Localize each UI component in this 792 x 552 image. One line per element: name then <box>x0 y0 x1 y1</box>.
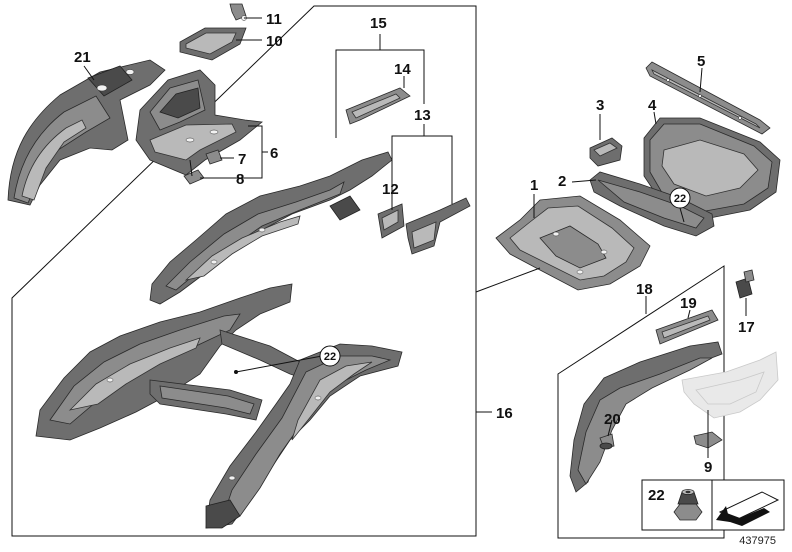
label-9: 9 <box>704 459 712 476</box>
part-12-bracket <box>377 203 405 239</box>
label-11: 11 <box>266 11 282 28</box>
label-13: 13 <box>414 107 431 124</box>
label-3: 3 <box>596 97 604 114</box>
part-3-block <box>589 137 623 167</box>
callout-22-circle-frame <box>319 345 341 367</box>
label-21: 21 <box>74 49 91 66</box>
label-6: 6 <box>270 145 278 162</box>
part-21-wheel-arch <box>7 59 166 206</box>
label-19: 19 <box>680 295 697 312</box>
part-17-clip <box>735 269 755 299</box>
leader-1-frame <box>475 267 541 293</box>
ghost-rear-panel <box>681 351 779 419</box>
label-15: 15 <box>370 15 387 32</box>
part-7-bracket <box>205 149 223 165</box>
leader-lines <box>83 17 747 458</box>
label-2: 2 <box>558 173 566 190</box>
legend-22-label: 22 <box>648 487 665 504</box>
part-5-rail <box>645 61 771 135</box>
label-18: 18 <box>636 281 653 298</box>
callout-22-frame: 22 <box>324 351 336 363</box>
group-16-frame <box>11 5 477 537</box>
label-17: 17 <box>738 319 755 336</box>
part-1-floor-pan <box>495 195 651 291</box>
label-12: 12 <box>382 181 399 198</box>
part-18-side-rail <box>569 341 723 493</box>
part-15-side-member <box>149 151 393 305</box>
label-20: 20 <box>604 411 621 428</box>
group-18-frame <box>557 265 725 539</box>
part-10-tray <box>179 27 247 61</box>
leader-22a <box>235 355 323 373</box>
callout-22-floor: 22 <box>674 193 686 205</box>
label-4: 4 <box>648 97 657 114</box>
part-19-panel <box>655 309 719 345</box>
reference-arrow-icon <box>716 491 780 526</box>
part-6-storage-well <box>135 69 263 176</box>
part-14-plate <box>345 87 411 125</box>
part-13-bracket <box>405 197 471 255</box>
part-16-rear-frame <box>35 283 403 529</box>
legend-box: 22 <box>641 479 785 531</box>
label-10: 10 <box>266 33 283 50</box>
nut-icon <box>673 489 703 521</box>
label-16: 16 <box>496 405 513 422</box>
label-1: 1 <box>530 177 538 194</box>
label-8: 8 <box>236 171 244 188</box>
callout-22-circle-floor <box>669 187 691 209</box>
label-5: 5 <box>697 53 705 70</box>
label-7: 7 <box>238 151 246 168</box>
diagram-id: 437975 <box>739 535 776 547</box>
leader-22a-dot <box>234 370 238 374</box>
label-14: 14 <box>394 61 411 78</box>
